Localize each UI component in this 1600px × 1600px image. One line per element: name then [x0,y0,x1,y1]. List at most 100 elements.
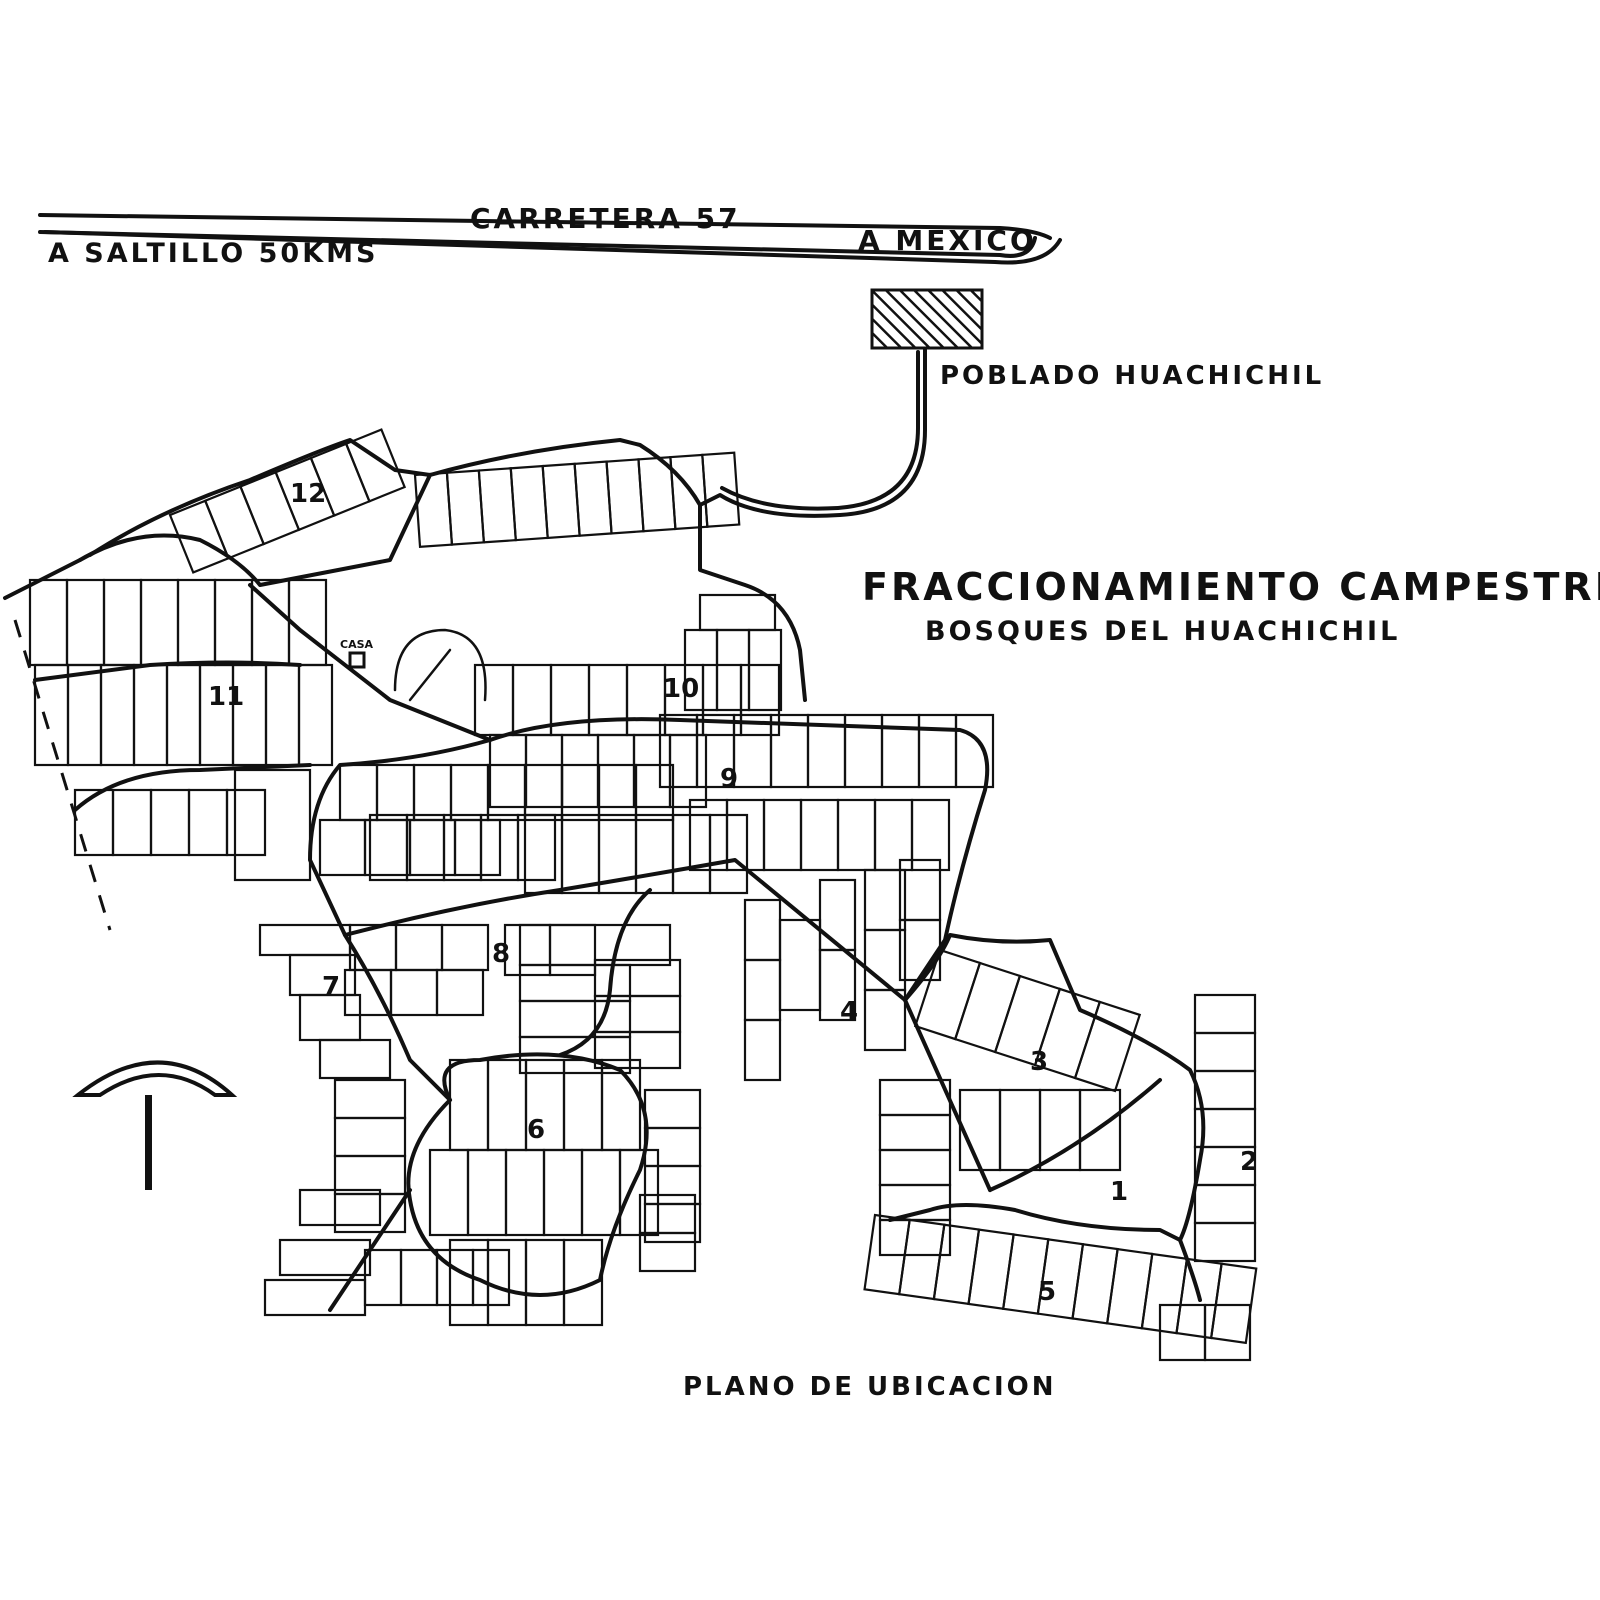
lot-parcel [1203,1303,1252,1362]
lot-parcel [878,1148,952,1187]
lot-parcel [747,628,783,712]
to-mexico-label: A MEXICO [858,224,1037,257]
block-number: 3 [1030,1047,1048,1077]
block-number: 10 [663,674,699,704]
lot-parcel [597,763,638,822]
lot-parcel [605,458,645,535]
lot-parcel [548,923,597,977]
map-title: FRACCIONAMIENTO CAMPESTRE [862,565,1600,609]
lot-parcel [333,1192,407,1234]
lot-parcel [405,813,446,882]
lot-parcel [99,663,136,767]
lot-parcel [587,663,629,737]
lot-parcel [541,462,581,540]
arch-structure [393,628,487,702]
lot-parcel [643,1164,702,1206]
block-number: 7 [322,972,340,1002]
block-number: 12 [290,479,326,509]
lot-parcel [688,798,729,872]
lot-parcel [149,788,191,857]
lot-parcel [643,1088,702,1130]
lot-parcel [743,898,782,962]
lot-parcel [408,818,457,877]
village-hatched-block [870,288,984,350]
lot-parcel [363,818,412,877]
lot-parcel [910,798,951,872]
lot-parcel [634,813,675,895]
internal-roads [3,438,1206,1312]
lot-parcel [264,663,301,767]
block-number: 5 [1038,1277,1056,1307]
map-subtitle: BOSQUES DEL HUACHICHIL [925,616,1400,647]
lot-parcel [165,663,202,767]
lot-parcel [132,663,169,767]
lot-parcel [878,1113,952,1152]
block-number: 1 [1110,1177,1128,1207]
lot-parcel [338,763,379,822]
lot-parcel [333,1154,407,1196]
lot-parcel [643,1202,702,1244]
lot-parcel [701,451,741,528]
lot-parcel [739,663,781,737]
lot-parcel [715,628,751,712]
west-boundary-dashed [13,619,112,931]
lot-parcel [878,1078,952,1117]
lot-parcel [453,818,502,877]
lot-parcel [1105,1247,1154,1330]
lot-parcel [778,918,822,1012]
lot-parcel [65,578,106,667]
lot-parcel [732,713,773,789]
lot-parcel [368,813,409,882]
lot-parcel [428,1148,470,1237]
lot-parcel [762,798,803,872]
block-number: 11 [208,682,244,712]
lot-parcel [440,923,490,972]
lot-parcel [263,1278,367,1317]
lot-parcel [258,923,352,957]
lot-parcel [562,1238,604,1327]
lot-parcel [878,1218,952,1257]
block-number: 9 [720,764,738,794]
block-labels: 12 11 10 9 8 7 6 5 4 3 2 1 [208,479,1258,1307]
lot-parcel [634,763,675,822]
lot-parcel [1140,1252,1189,1335]
lot-parcel [573,460,613,537]
lot-parcel [445,469,486,546]
lot-parcel [708,813,749,895]
lot-parcel [524,1238,566,1327]
block-number: 8 [492,939,510,969]
lot-parcel [954,713,995,789]
village-label: POBLADO HUACHICHIL [940,361,1324,391]
footer-label: PLANO DE UBICACION [683,1372,1056,1402]
north-arrow-icon [72,1060,238,1190]
lot-parcel [413,471,454,548]
lot-parcel [917,713,958,789]
lot-parcel [580,1148,622,1237]
lot-parcel [799,798,840,872]
lot-parcel [863,988,907,1052]
lot-parcel [394,923,444,972]
lot-parcel [318,1038,392,1080]
lot-parcel [1193,1183,1257,1225]
lot-parcel [668,733,708,809]
casa-marker [348,651,366,669]
lot-parcel [198,663,235,767]
lot-parcel [102,578,143,667]
lot-parcel [297,663,334,767]
lot-parcel [66,663,103,767]
lot-parcel [638,1231,697,1273]
access-road [698,348,927,702]
lot-parcel [111,788,153,857]
lot-parcel [523,763,564,822]
lot-parcel [818,948,857,1022]
lot-parcel [523,813,564,895]
lot-parcel [542,1148,584,1237]
lot-parcel [466,1148,508,1237]
lot-parcel [818,878,857,952]
lot-parcel [560,813,601,895]
lot-parcel [28,578,69,667]
lot-parcel [503,923,552,977]
lot-parcel [509,464,549,542]
lot-parcel [333,1116,407,1158]
lot-parcel [1193,1221,1257,1263]
